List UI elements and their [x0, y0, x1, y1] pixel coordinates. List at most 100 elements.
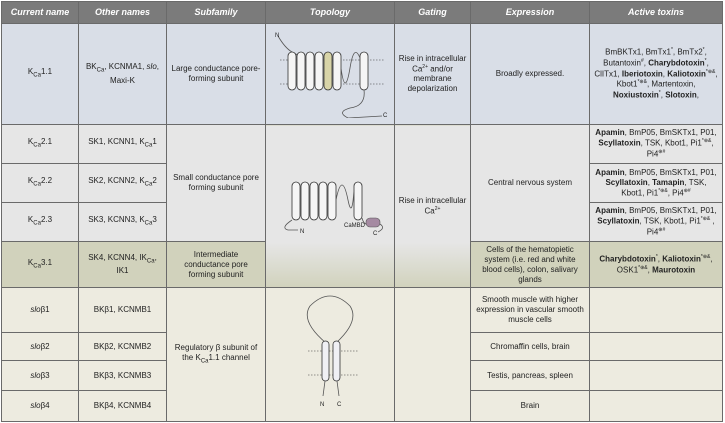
t: 2+ — [422, 63, 428, 70]
t: 2+ — [434, 205, 441, 212]
other-names: BKβ4, KCNMB4 — [78, 390, 167, 422]
table-row-slo-beta4: sloβ4 BKβ4, KCNMB4 Brain — [1, 390, 723, 422]
name-suffix: 1.1 — [40, 67, 53, 77]
c-terminus-label: C — [373, 231, 378, 237]
current-name: KCa2.3 — [1, 202, 79, 242]
t: β3 — [40, 370, 50, 380]
toxin-text: , — [647, 265, 653, 275]
active-toxins: BmBKTx1, BmTx1*, BmTx2*, Butantoxin#, Ch… — [589, 23, 723, 125]
toxin-text: , — [657, 254, 663, 264]
header-gating: Gating — [394, 1, 471, 24]
t: 2.3 — [40, 215, 53, 225]
t: slo — [30, 305, 41, 314]
toxin-annotation: *⊕& — [658, 187, 668, 194]
other-names: SK4, KCNN4, IKCa, IK1 — [78, 241, 167, 288]
t: Rise in intracellular Ca — [398, 53, 467, 74]
gating — [394, 287, 471, 422]
toxin-annotation: *⊕& — [701, 138, 712, 145]
sk-topology-diagram: N C CaMBD — [284, 181, 383, 237]
toxin-text: Charybdotoxin — [599, 254, 656, 264]
gating: Rise in intracellular Ca2+ and/or membra… — [394, 23, 471, 125]
toxin-text: Tamapin — [652, 177, 685, 187]
slo-beta-topology-diagram: N C — [306, 295, 358, 408]
current-name: sloβ1 — [1, 287, 79, 333]
t: slo — [30, 370, 41, 380]
other-names: BKCa, KCNMA1, slo, Maxi-K — [78, 23, 167, 125]
table-row-slo-beta3: sloβ3 BKβ3, KCNMB3 Testis, pancreas, spl… — [1, 360, 723, 391]
t: Regulatory β subunit of the K — [174, 342, 258, 362]
n-terminus-label: N — [320, 402, 324, 408]
toxin-text: Charybdotoxin — [648, 58, 705, 68]
header-active-toxins: Active toxins — [589, 1, 723, 24]
toxin-text: Kaliotoxin — [667, 69, 706, 79]
header-subfamily: Subfamily — [166, 1, 266, 24]
table-row-kca2-3: KCa2.3 SK3, KCNN3, KCa3 Apamin, BmP05, B… — [1, 202, 723, 242]
expression: Central nervous system — [470, 124, 590, 242]
table-row-slo-beta1: sloβ1 BKβ1, KCNMB1 Regulatory β subunit … — [1, 287, 723, 422]
toxin-text: , BmP05, BmSKTx1, P01, — [624, 206, 717, 216]
toxin-text: , TSK, Kbot1, Pi1 — [640, 139, 702, 148]
expression: Testis, pancreas, spleen — [470, 360, 590, 391]
toxin-annotation: *⊕& — [700, 216, 711, 223]
toxin-text: , BmP05, BmSKTx1, P01, — [624, 167, 717, 177]
toxin-text: Maurotoxin — [652, 265, 696, 275]
toxin-annotation: *⊕& — [705, 68, 716, 75]
toxin-annotation: ⊕# — [658, 227, 666, 233]
toxin-text: , Butantoxin — [603, 48, 707, 68]
t: Ca — [33, 221, 41, 228]
t: Ca — [96, 68, 105, 75]
expression: Brain — [470, 390, 590, 422]
table-row-kca1-1: KCa1.1 BKCa, KCNMA1, slo,Maxi-K Large co… — [1, 23, 723, 125]
other-names: SK2, KCNN2, KCa2 — [78, 163, 167, 203]
toxin-annotation: *⊕& — [638, 264, 648, 271]
t: 3.1 — [40, 257, 53, 267]
toxin-annotation: # — [640, 58, 644, 65]
table-row-slo-beta2: sloβ2 BKβ2, KCNMB2 Chromaffin cells, bra… — [1, 332, 723, 361]
active-toxins: Apamin, BmP05, BmSKTx1, P01, Scyllatoxin… — [589, 202, 723, 242]
toxin-annotation: * — [702, 47, 705, 54]
current-name: sloβ4 — [1, 390, 79, 422]
t: Maxi-K — [110, 75, 135, 85]
toxin-text: Noxiustoxin — [613, 90, 659, 100]
toxin-text: Apamin — [595, 167, 625, 177]
current-name: sloβ3 — [1, 360, 79, 391]
toxin-annotation: *⊕& — [700, 253, 711, 260]
toxin-text: Scyllatoxin — [605, 177, 648, 187]
t: Ca — [33, 263, 41, 270]
t: , — [156, 62, 160, 72]
c-terminus-label: C — [337, 402, 342, 408]
toxin-text: Apamin — [595, 206, 625, 216]
toxin-annotation: ⊕# — [658, 149, 666, 155]
current-name: sloβ2 — [1, 332, 79, 361]
toxin-text: , Pi4 — [667, 188, 684, 198]
toxin-text: , ClITx1, — [594, 58, 709, 79]
t: slo — [30, 341, 41, 351]
t: BK — [85, 62, 97, 72]
t: β1 — [40, 305, 50, 314]
active-toxins: Apamin, BmP05, BmSKTx1, P01, Scyllatoxin… — [589, 163, 723, 203]
toxin-text: Kaliotoxin — [662, 254, 701, 264]
toxin-text: , — [643, 58, 649, 68]
name-sub: Ca — [33, 73, 41, 80]
toxin-annotation: * — [655, 253, 658, 260]
t: 1.1 channel — [208, 352, 250, 362]
gating: Rise in intracellular Ca2+ — [394, 124, 471, 288]
table-row-kca2-2: KCa2.2 SK2, KCNN2, KCa2 Apamin, BmP05, B… — [1, 163, 723, 203]
active-toxins: Apamin, BmP05, BmSKTx1, P01, Scyllatoxin… — [589, 124, 723, 164]
table-row-kca3-1: KCa3.1 SK4, KCNN4, IKCa, IK1 Intermediat… — [1, 241, 723, 288]
toxin-text: , BmP05, BmSKTx1, P01, — [624, 128, 717, 138]
subfamily: Regulatory β subunit of the KCa1.1 chann… — [166, 287, 266, 422]
subfamily: Intermediate conductance pore forming su… — [166, 241, 266, 288]
toxin-text: , — [647, 177, 653, 187]
t: , KCNMA1, — [104, 62, 147, 72]
t: Rise in intracellular Ca — [398, 195, 467, 216]
current-name: KCa3.1 — [1, 241, 79, 288]
n-terminus-label: N — [300, 229, 304, 235]
toxin-text: , TSK, Kbot1, Pi1 — [621, 177, 707, 198]
t: and/or membrane depolarization — [407, 64, 458, 94]
active-toxins — [589, 360, 723, 391]
t: Ca — [33, 182, 41, 189]
t: SK2, KCNN2, K — [88, 176, 145, 186]
toxin-text: , — [660, 90, 666, 100]
t: slo — [146, 62, 157, 72]
